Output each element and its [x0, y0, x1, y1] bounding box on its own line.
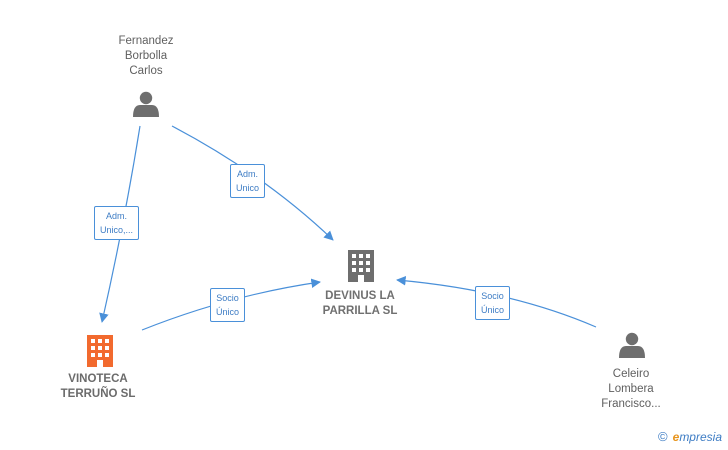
relation-line: Unico,... [100, 225, 134, 235]
name-line: PARRILLA SL [322, 305, 398, 317]
name-line: Francisco... [601, 398, 661, 410]
company-name-label[interactable]: DEVINUS LA PARRILLA SL [310, 289, 410, 319]
relation-label[interactable]: Adm. Unico [230, 164, 266, 198]
relation-line: Adm. [237, 169, 259, 179]
person-name-label[interactable]: Fernandez Borbolla Carlos [104, 34, 188, 79]
brand-name: mpresia [679, 429, 722, 444]
relation-line: Único [216, 307, 240, 317]
relation-label[interactable]: Adm. Unico,... [94, 206, 140, 240]
name-line: Celeiro [612, 368, 650, 380]
relation-line: Adm. [106, 211, 128, 221]
relation-line: Socio [216, 293, 239, 303]
person-icon[interactable] [619, 332, 645, 358]
name-line: Carlos [129, 65, 163, 77]
brand-logo: empresia [673, 430, 722, 444]
name-line: VINOTECA [68, 373, 128, 385]
building-icon[interactable] [348, 250, 374, 282]
relation-line: Unico [236, 183, 260, 193]
name-line: Lombera [608, 383, 654, 395]
name-line: TERRUÑO SL [60, 388, 136, 400]
brand-initial: e [672, 429, 680, 444]
relation-label[interactable]: Socio Único [210, 288, 246, 322]
brand-watermark[interactable]: © empresia [658, 429, 722, 444]
name-line: Borbolla [124, 50, 168, 62]
relation-line: Único [481, 305, 505, 315]
relation-label[interactable]: Socio Único [475, 286, 511, 320]
name-line: DEVINUS LA [325, 290, 395, 302]
person-icon[interactable] [133, 91, 159, 117]
company-name-label[interactable]: VINOTECA TERRUÑO SL [48, 372, 148, 402]
person-name-label[interactable]: Celeiro Lombera Francisco... [588, 367, 674, 412]
relation-line: Socio [481, 291, 504, 301]
name-line: Fernandez [118, 35, 174, 47]
copyright-icon: © [658, 429, 668, 444]
building-icon[interactable] [87, 335, 113, 367]
